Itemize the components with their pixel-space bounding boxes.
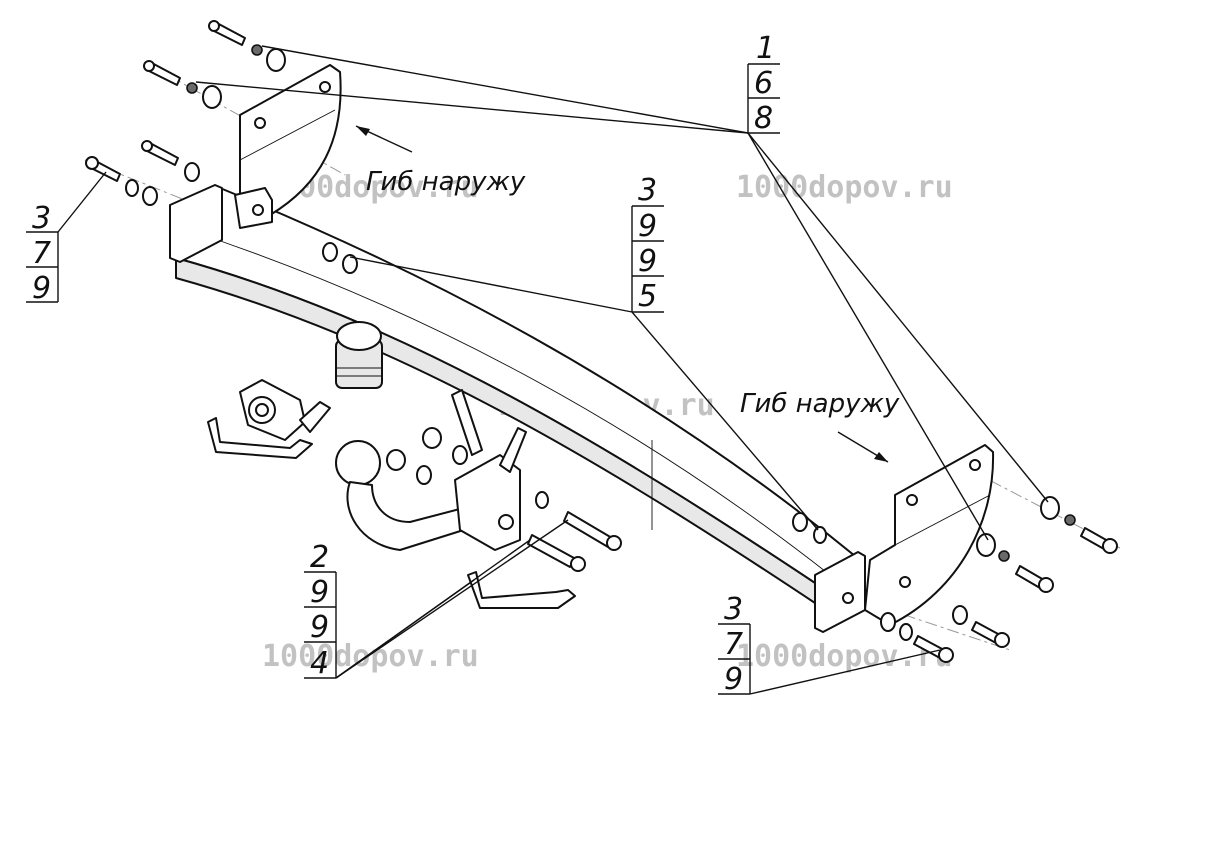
nut-icon (422, 427, 442, 449)
nut-icon (342, 254, 358, 274)
bolt-icon (1080, 527, 1118, 554)
washer-icon (976, 533, 996, 557)
bolt-icon (527, 534, 586, 572)
callout-number: 9 (32, 271, 51, 306)
bend-out-label-top: Гиб наружу (366, 167, 526, 197)
callout-center: 3 9 9 5 (631, 173, 664, 314)
bolt-icon (208, 20, 246, 46)
nut-icon (813, 526, 827, 544)
callout-number: 3 (32, 201, 51, 236)
callout-number: 8 (754, 101, 773, 136)
washer-icon (266, 48, 286, 72)
callout-number: 9 (310, 575, 329, 610)
callout-number: 3 (724, 592, 743, 627)
callout-number: 3 (638, 173, 657, 208)
washer-icon (899, 623, 913, 641)
fasteners (85, 20, 1118, 663)
washer-icon (202, 85, 222, 109)
callout-number: 9 (310, 610, 329, 645)
right-bracket (842, 444, 995, 626)
callout-number: 4 (310, 646, 329, 681)
bolt-icon (143, 60, 181, 86)
washer-icon (184, 162, 200, 182)
watermark-4: 1000dopov.ru (262, 639, 479, 674)
nut-icon (322, 242, 338, 262)
nut-icon (386, 449, 406, 471)
leader-lines (57, 45, 1049, 695)
callout-number: 5 (638, 279, 657, 314)
callout-number: 9 (638, 209, 657, 244)
callout-bottom-left: 2 9 9 4 (304, 540, 337, 681)
callout-top-right: 1 6 8 (747, 31, 780, 136)
lock-washer-icon (998, 550, 1010, 562)
watermark-2: 1000dopov.ru (736, 170, 953, 205)
washer-icon (952, 605, 968, 625)
washer-icon (1040, 496, 1060, 520)
washer-icon (535, 491, 549, 509)
washer-icon (452, 445, 468, 465)
bolt-icon (1015, 565, 1054, 593)
callout-left: 3 7 9 (26, 201, 59, 306)
electric-socket (335, 321, 383, 389)
callout-number: 9 (724, 662, 743, 697)
callout-number: 7 (32, 236, 51, 271)
washer-icon (125, 179, 139, 197)
lock-washer-icon (1064, 514, 1076, 526)
bolt-icon (563, 511, 622, 551)
bolt-icon (913, 635, 954, 663)
bolt-icon (971, 621, 1010, 648)
washer-icon (416, 465, 432, 485)
callout-number: 1 (756, 31, 775, 66)
bolt-icon (141, 140, 179, 166)
socket-plate (207, 379, 331, 459)
left-bracket (234, 64, 342, 229)
washer-icon (142, 186, 158, 206)
callout-bottom-right: 3 7 9 (718, 592, 751, 697)
callout-number: 2 (310, 540, 329, 575)
callout-number: 6 (754, 66, 773, 101)
callout-number: 9 (638, 244, 657, 279)
washer-icon (792, 512, 808, 532)
lock-washer-icon (186, 82, 198, 94)
tow-ball-neck (335, 389, 527, 551)
callout-number: 7 (724, 627, 743, 662)
washer-icon (880, 612, 896, 632)
lock-washer-icon (251, 44, 263, 56)
bolt-icon (85, 156, 121, 182)
bend-out-label-right: Гиб наружу (740, 389, 900, 419)
